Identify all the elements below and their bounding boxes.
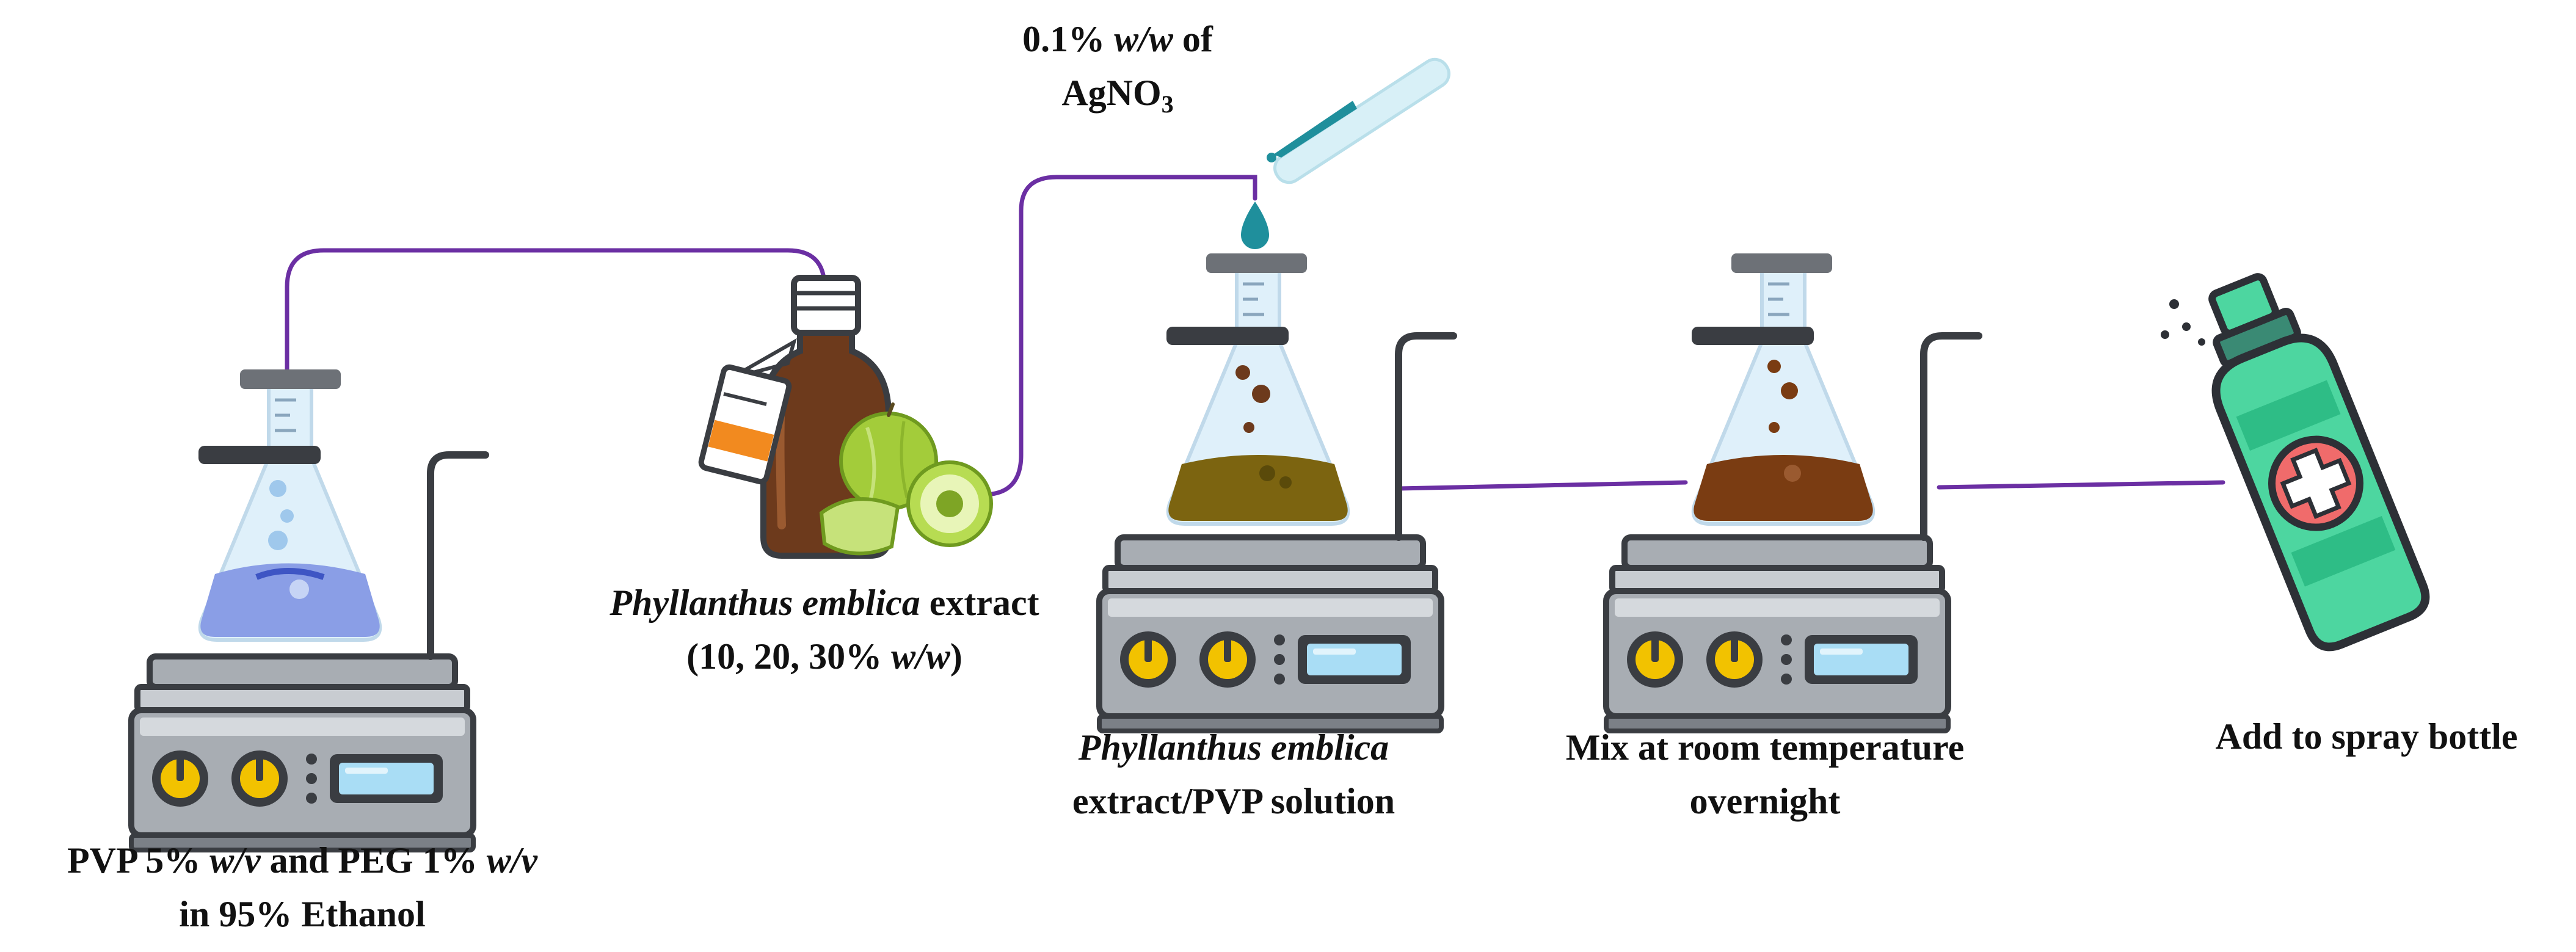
spray-bottle-icon	[2161, 273, 2430, 652]
amla-fruit-icon	[819, 402, 993, 556]
label-spray-bottle: Add to spray bottle	[2215, 716, 2518, 757]
dropper-icon	[1241, 57, 1450, 249]
connector-lines	[285, 175, 2225, 497]
flask-on-stirrer-icon	[1099, 253, 1454, 731]
flask-on-stirrer-icon	[1606, 253, 1979, 731]
label-silver-nitrate: 0.1% w/w of AgNO3	[1022, 19, 1213, 118]
label-pvp-peg-ethanol: PVP 5% w/v and PEG 1% w/v in 95% Ethanol	[67, 840, 538, 934]
label-plant-extract: Phyllanthus emblica extract (10, 20, 30%…	[609, 583, 1039, 677]
label-overnight-mix: Mix at room temperature overnight	[1565, 727, 1965, 821]
flask-on-stirrer-icon	[131, 369, 486, 850]
label-extract-pvp-solution: Phyllanthus emblica extract/PVP solution	[1072, 727, 1395, 821]
